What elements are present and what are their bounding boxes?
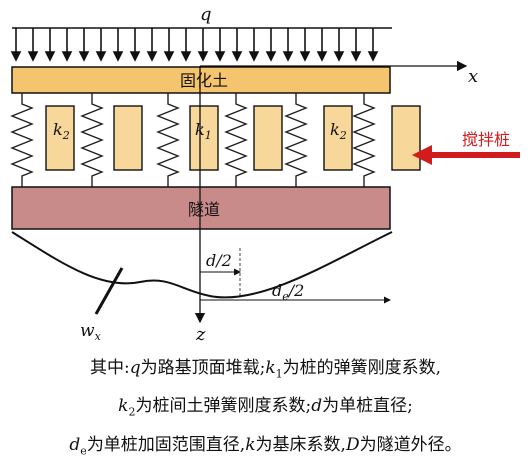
spring bbox=[10, 93, 34, 187]
load-arrow-head bbox=[129, 51, 141, 62]
pile bbox=[323, 105, 353, 171]
tunnel-label: 隧道 bbox=[188, 200, 220, 219]
spring bbox=[80, 93, 104, 187]
half-d-label: d/2 bbox=[206, 251, 232, 270]
x-axis-label: x bbox=[468, 66, 478, 87]
pile bbox=[253, 105, 283, 171]
piles bbox=[45, 105, 421, 171]
load-arrow-head bbox=[146, 51, 158, 62]
load-arrow-head bbox=[78, 51, 90, 62]
pile bbox=[45, 105, 75, 171]
load-arrow-head bbox=[10, 51, 22, 62]
load-arrow-head bbox=[214, 51, 226, 62]
load-arrow-head bbox=[163, 51, 175, 62]
diagram: q 固化土 k2 k1 k2 隧道 x z d/2 de/2 wx 搅拌桩 bbox=[10, 4, 520, 345]
spring bbox=[224, 93, 248, 187]
load-arrow-head bbox=[112, 51, 124, 62]
deflection-pointer bbox=[94, 267, 124, 315]
load-arrow-head bbox=[27, 51, 39, 62]
spring bbox=[352, 93, 376, 187]
solidified-soil-layer bbox=[11, 66, 391, 94]
tunnel-block bbox=[11, 186, 391, 230]
springs bbox=[10, 93, 376, 187]
z-axis-label: z bbox=[195, 324, 206, 345]
caption: 其中:q为路基顶面堆载;k1为桩的弹簧刚度系数, k2为桩间土弹簧刚度系数;d为… bbox=[0, 352, 531, 467]
load-arrow-head bbox=[265, 51, 277, 62]
deflection-label: wx bbox=[80, 321, 102, 343]
load-arrows bbox=[10, 27, 392, 62]
load-arrow-head bbox=[299, 51, 311, 62]
load-arrow-head bbox=[95, 51, 107, 62]
load-arrow-head bbox=[248, 51, 260, 62]
half-de-label: de/2 bbox=[272, 281, 304, 303]
spring bbox=[156, 93, 180, 187]
load-arrow-head bbox=[180, 51, 192, 62]
mixing-pile-label: 搅拌桩 bbox=[462, 130, 510, 149]
pile bbox=[113, 105, 143, 171]
load-arrow-head bbox=[61, 51, 73, 62]
deflection-curve bbox=[11, 231, 393, 299]
load-label: q bbox=[200, 4, 212, 25]
load-arrow-head bbox=[316, 51, 328, 62]
caption-line-3: de为单桩加固范围直径,k为基床系数,D为隧道外径。 bbox=[69, 434, 462, 458]
load-arrow-head bbox=[333, 51, 345, 62]
solidified-soil-label: 固化土 bbox=[180, 71, 228, 90]
pile bbox=[391, 105, 421, 171]
load-arrow-head bbox=[282, 51, 294, 62]
mixing-pile-arrow bbox=[412, 145, 520, 165]
load-arrow-head bbox=[350, 51, 362, 62]
spring bbox=[284, 93, 308, 187]
load-arrow-head bbox=[231, 51, 243, 62]
load-arrow-head bbox=[197, 51, 209, 62]
load-arrow-head bbox=[44, 51, 56, 62]
load-arrow-head bbox=[367, 51, 379, 62]
pile bbox=[189, 105, 219, 171]
caption-line-2: k2为桩间土弹簧刚度系数;d为单桩直径; bbox=[118, 396, 413, 419]
caption-line-1: 其中:q为路基顶面堆载;k1为桩的弹簧刚度系数, bbox=[89, 358, 442, 381]
